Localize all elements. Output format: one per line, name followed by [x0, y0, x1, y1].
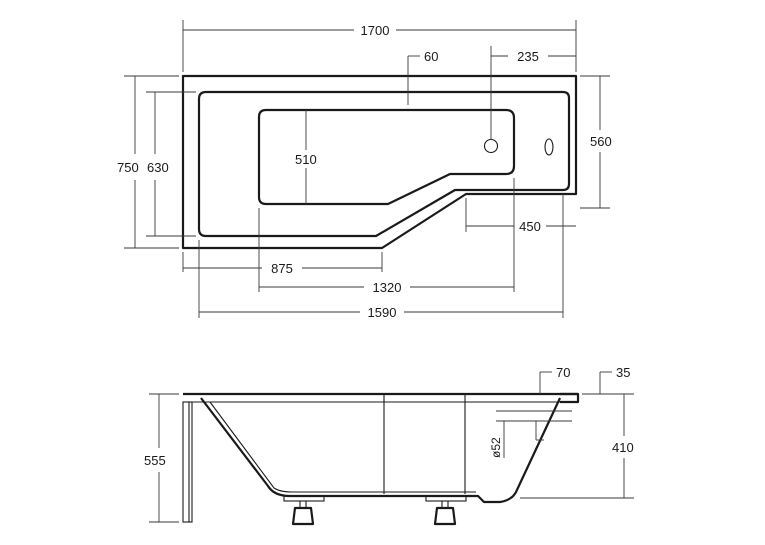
dim-narrow-length: 450 [519, 219, 541, 234]
dim-overall-height: 555 [144, 453, 166, 468]
side-front-panel [182, 401, 193, 523]
dim-rim-ledge: 70 [556, 365, 570, 380]
dim-rim-width: 60 [424, 49, 438, 64]
dim-overflow-diameter: ø52 [489, 437, 503, 458]
top-view: 1700 60 235 750 630 560 510 [117, 20, 612, 320]
top-basin-contour [257, 108, 516, 206]
top-outer-contour [181, 74, 578, 250]
dim-drain-offset: 235 [517, 49, 539, 64]
side-tub-body [200, 397, 561, 504]
dim-tub-height: 410 [612, 440, 634, 455]
foot-left [283, 495, 325, 526]
dim-rim-thickness: 35 [616, 365, 630, 380]
dim-inner-length: 1590 [368, 305, 397, 320]
dim-overall-width: 750 [117, 160, 139, 175]
dim-inner-width: 630 [147, 160, 169, 175]
dim-wide-length: 875 [271, 261, 293, 276]
dim-basin-length: 1320 [373, 280, 402, 295]
dim-narrow-width: 560 [590, 134, 612, 149]
dim-overall-length: 1700 [361, 23, 390, 38]
foot-right [425, 495, 467, 526]
top-inner-contour [197, 90, 571, 238]
overflow-slot [544, 138, 554, 156]
drain-hole [483, 138, 499, 154]
side-view: 555 70 35 410 ø52 [144, 365, 634, 526]
dim-basin-width: 510 [295, 152, 317, 167]
